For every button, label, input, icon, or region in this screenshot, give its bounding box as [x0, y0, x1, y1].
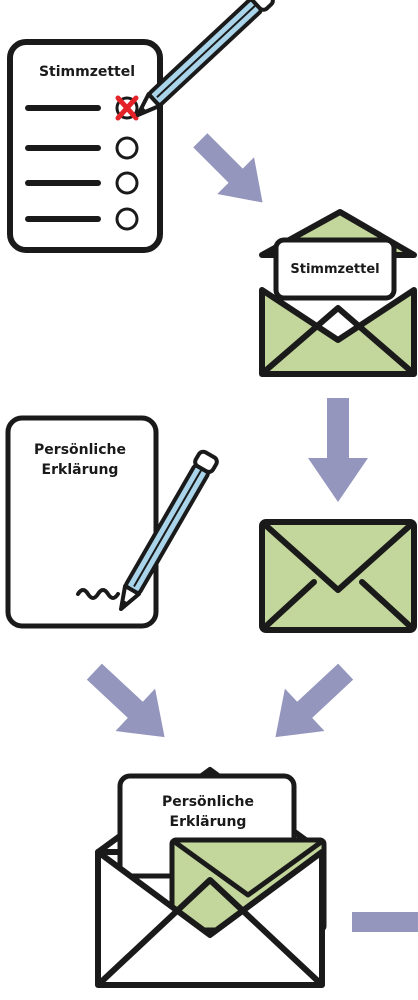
- arrow-down-icon: [308, 398, 368, 502]
- arrow-down-right-icon: [86, 663, 165, 738]
- ballot-title: Stimmzettel: [39, 64, 135, 80]
- ballot-row-1: [25, 95, 139, 121]
- signature-icon: [76, 588, 120, 600]
- check-mark-icon: [115, 95, 139, 121]
- arrow-right-icon: [352, 912, 418, 932]
- ballot-row-4: [25, 207, 139, 231]
- closed-ballot-envelope: [259, 519, 417, 633]
- ballot-row-3: [25, 171, 139, 195]
- declaration-paper: Persönliche Erklärung: [5, 415, 159, 629]
- final-envelope-label-line1: Persönliche: [162, 794, 254, 810]
- ballot-envelope-label: Stimmzettel: [290, 262, 379, 277]
- declaration-title-line1: Persönliche: [34, 442, 126, 458]
- mailing-envelope: Persönliche Erklärung: [95, 767, 327, 988]
- ballot-row-2: [25, 136, 139, 160]
- arrow-down-left-icon: [275, 663, 354, 738]
- ballot-envelope: Stimmzettel: [259, 209, 417, 377]
- declaration-title-line2: Erklärung: [42, 462, 119, 478]
- ballot-paper: Stimmzettel: [7, 39, 163, 253]
- final-envelope-label-line2: Erklärung: [170, 814, 247, 830]
- arrow-down-right-icon: [193, 133, 263, 203]
